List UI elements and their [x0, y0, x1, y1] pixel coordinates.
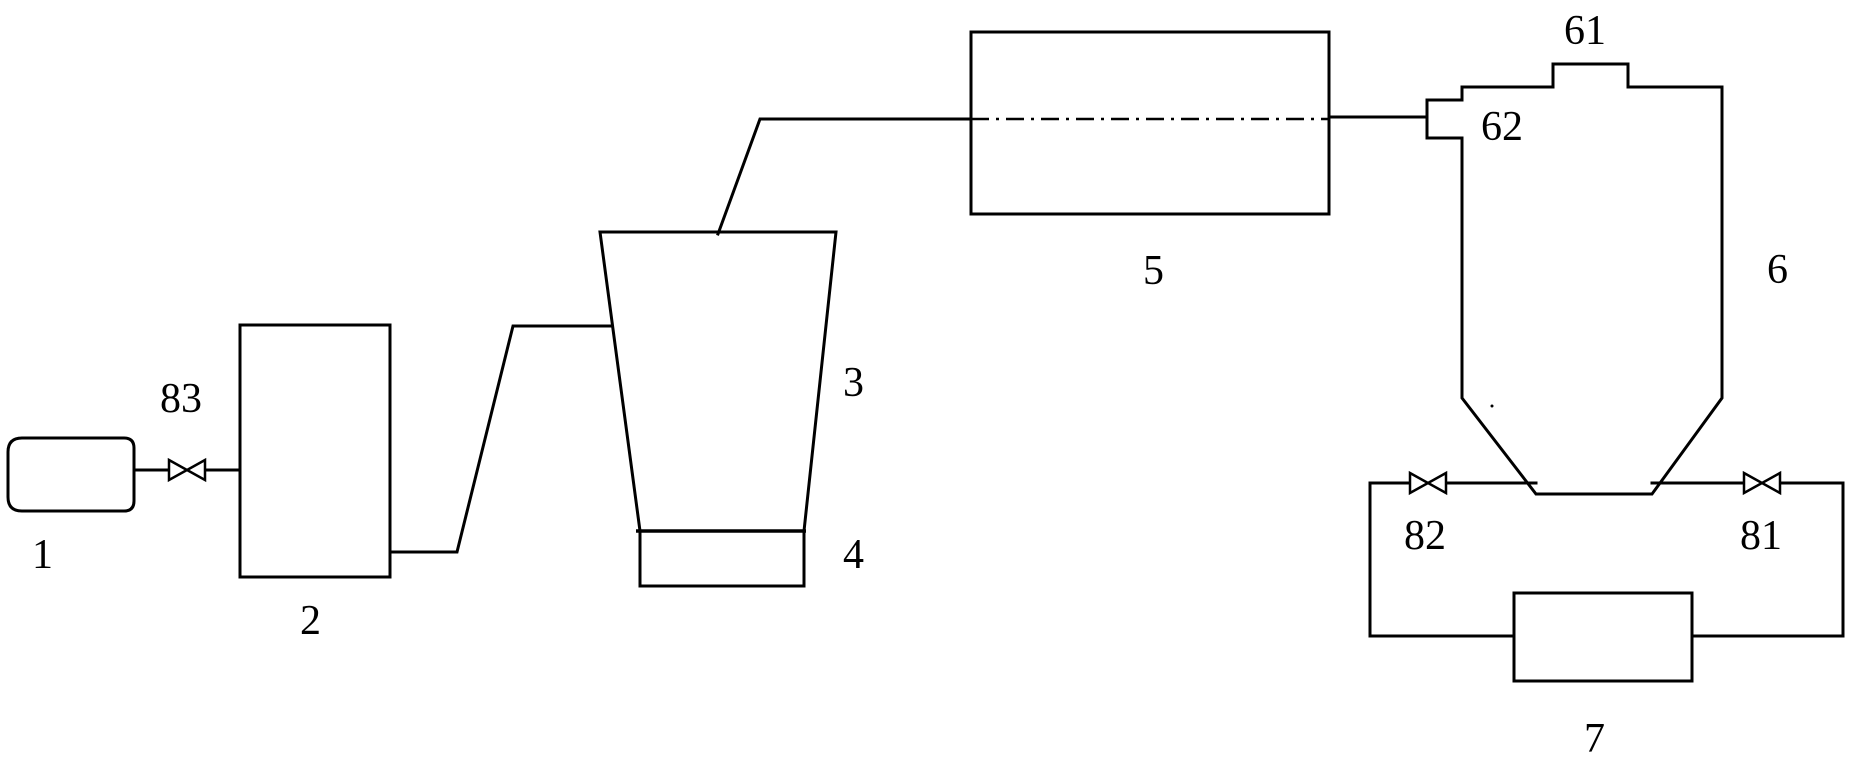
- loop-right-branch: [1650, 481, 1845, 638]
- label-7: 7: [1584, 716, 1605, 759]
- label-2: 2: [300, 598, 321, 644]
- loop-left-branch: [1368, 481, 1538, 638]
- label-3: 3: [843, 360, 864, 406]
- inlet-62-nozzle: [1425, 98, 1464, 140]
- component-3-tapered-vessel: [598, 230, 838, 533]
- component-6-tower: [1460, 62, 1724, 496]
- label-5: 5: [1143, 248, 1164, 294]
- valve-82-icon: [1408, 470, 1448, 496]
- valve-81-icon: [1742, 470, 1782, 496]
- component-7-box: [1512, 591, 1694, 683]
- component-4-tray: [638, 529, 806, 588]
- label-81: 81: [1740, 513, 1782, 559]
- label-82: 82: [1404, 513, 1446, 559]
- component-2-box: [238, 323, 392, 579]
- label-1: 1: [32, 532, 53, 578]
- valve-83-icon: [167, 457, 207, 483]
- label-62: 62: [1481, 104, 1523, 150]
- label-83: 83: [160, 376, 202, 422]
- pipe-3-to-5: [716, 117, 973, 236]
- component-1-vessel: [6, 436, 136, 513]
- label-61: 61: [1564, 8, 1606, 54]
- component-5-box: [969, 30, 1331, 216]
- label-4: 4: [843, 532, 864, 578]
- label-6: 6: [1767, 247, 1788, 293]
- tower-marker-dot: [1490, 404, 1494, 408]
- pipe-2-to-3: [388, 324, 613, 554]
